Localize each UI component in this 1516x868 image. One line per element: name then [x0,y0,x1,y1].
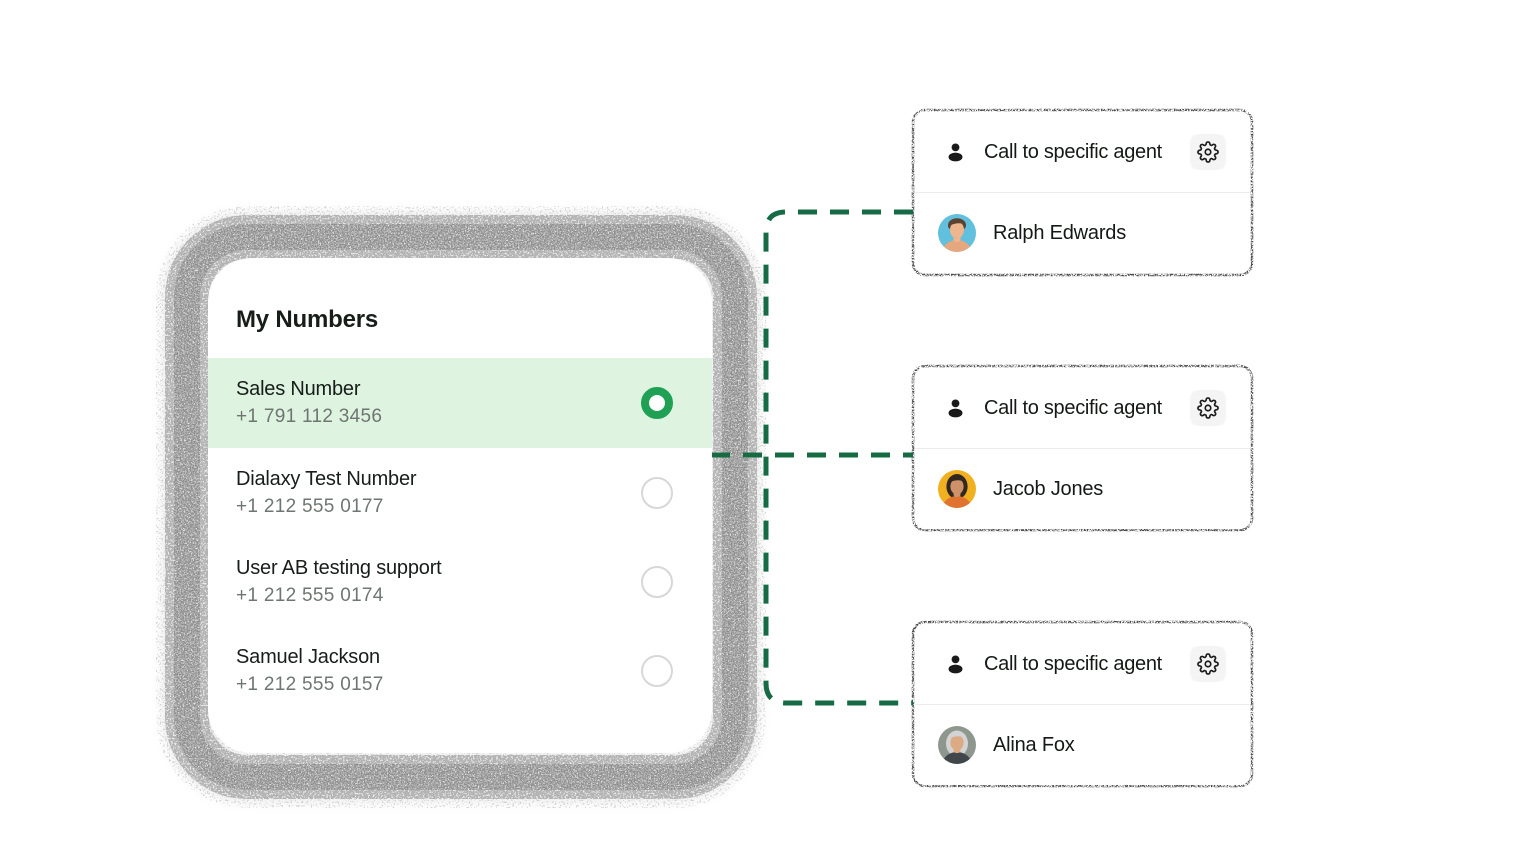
card-header-label: Call to specific agent [984,140,1162,163]
card-header: Call to specific agent [915,624,1250,704]
agent-name: Jacob Jones [993,477,1104,500]
settings-button[interactable] [1190,646,1226,682]
number-name: Sales Number [236,378,361,401]
card-divider [915,192,1250,193]
agent-card-ralph: Call to specific agent Ralph Edwards [915,112,1250,273]
gear-icon [1197,141,1219,163]
agent-card-alina: Call to specific agent Alina Fox [915,624,1250,785]
avatar [938,214,976,252]
number-phone: +1 212 555 0177 [236,495,384,517]
agent-row[interactable]: Ralph Edwards [915,193,1250,273]
radio-unselected-icon[interactable] [641,565,673,598]
my-numbers-panel: My Numbers Sales Number +1 791 112 3456 … [208,258,712,753]
avatar [938,470,976,508]
number-phone: +1 212 555 0174 [236,584,384,606]
number-row-sales[interactable]: Sales Number +1 791 112 3456 [208,358,712,448]
radio-unselected-icon[interactable] [641,476,673,509]
radio-unselected-icon[interactable] [641,654,673,687]
number-phone: +1 212 555 0157 [236,673,384,695]
card-header: Call to specific agent [915,112,1250,192]
avatar [938,726,976,764]
agent-row[interactable]: Jacob Jones [915,449,1250,529]
number-row-dialaxy-test[interactable]: Dialaxy Test Number +1 212 555 0177 [208,448,712,537]
agent-card-jacob: Call to specific agent Jacob Jones [915,368,1250,529]
number-name: Samuel Jackson [236,645,380,668]
settings-button[interactable] [1190,134,1226,170]
card-divider [915,448,1250,449]
radio-selected-icon[interactable] [641,387,673,419]
agent-row[interactable]: Alina Fox [915,705,1250,785]
card-header: Call to specific agent [915,368,1250,448]
gear-icon [1197,397,1219,419]
panel-title: My Numbers [236,306,379,333]
card-header-label: Call to specific agent [984,652,1162,675]
number-row-samuel-jackson[interactable]: Samuel Jackson +1 212 555 0157 [208,626,712,715]
gear-icon [1197,653,1219,675]
person-icon [948,654,963,673]
person-icon [948,142,963,161]
number-name: User AB testing support [236,556,442,579]
card-grain-borders [911,108,1254,788]
card-divider [915,704,1250,705]
agent-name: Ralph Edwards [993,221,1127,244]
person-icon [948,398,963,417]
number-row-user-ab[interactable]: User AB testing support +1 212 555 0174 [208,537,712,626]
grain-frame [156,206,766,808]
number-name: Dialaxy Test Number [236,467,417,490]
card-header-label: Call to specific agent [984,396,1162,419]
agent-name: Alina Fox [993,733,1075,756]
number-phone: +1 791 112 3456 [236,406,383,428]
settings-button[interactable] [1190,390,1226,426]
connector-lines [711,209,913,706]
